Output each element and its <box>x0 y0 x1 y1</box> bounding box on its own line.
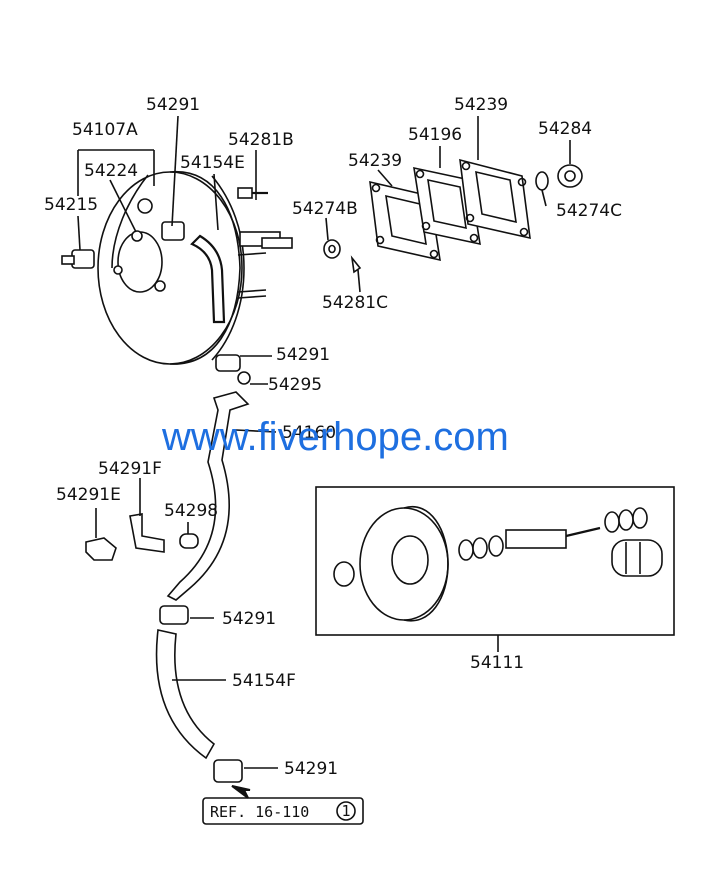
gasket-54239-right <box>459 158 531 240</box>
check-valve <box>61 249 95 269</box>
brake-booster <box>97 171 293 365</box>
direction-arrow <box>231 785 251 799</box>
label-54291f: 54291F <box>98 459 162 479</box>
nut-54284 <box>557 164 583 188</box>
watermark: www.fiverhope.com <box>161 415 509 459</box>
grommet-54298 <box>179 533 199 549</box>
label-54281b: 54281B <box>228 130 294 150</box>
label-54215: 54215 <box>44 195 98 215</box>
kit-box-54111 <box>315 486 675 636</box>
fitting-54295 <box>237 371 251 385</box>
label-54107a: 54107A <box>72 120 138 140</box>
label-54291-clamp: 54291 <box>222 609 276 629</box>
label-54111: 54111 <box>470 653 524 673</box>
reference-box: REF. 16-110 1 <box>202 797 364 825</box>
label-54274b: 54274B <box>292 199 358 219</box>
reference-text: REF. 16-110 <box>210 803 309 821</box>
washer-54274b <box>323 239 341 259</box>
bolt-54281b <box>237 187 268 199</box>
label-54154f: 54154F <box>232 671 296 691</box>
label-54239-left: 54239 <box>348 151 402 171</box>
label-54284: 54284 <box>538 119 592 139</box>
hose-54154f <box>155 629 216 760</box>
bracket-54291f <box>129 513 165 553</box>
dust-boot <box>611 539 663 577</box>
label-54154e: 54154E <box>180 153 245 173</box>
reservoir-drum <box>359 505 449 622</box>
label-54291-mid: 54291 <box>276 345 330 365</box>
hose-clamp-54291-bottom <box>213 759 243 783</box>
label-54291e: 54291E <box>56 485 121 505</box>
label-54291-top: 54291 <box>146 95 200 115</box>
label-54160: 54160 <box>282 423 336 443</box>
label-54291-bottom: 54291 <box>284 759 338 779</box>
label-54281c: 54281C <box>322 293 388 313</box>
label-54274c: 54274C <box>556 201 622 221</box>
label-54239-right: 54239 <box>454 95 508 115</box>
label-54295: 54295 <box>268 375 322 395</box>
reference-circle-number: 1 <box>341 802 350 820</box>
clip-54291e <box>85 537 117 561</box>
leader-lines <box>77 115 571 769</box>
pipe-54160 <box>166 391 250 601</box>
piston-seal-set <box>458 507 648 561</box>
hose-clamp-54291-mid <box>215 354 241 372</box>
cotter-pin-54281c <box>350 255 362 274</box>
hose-54154e <box>190 234 226 324</box>
label-54224: 54224 <box>84 161 138 181</box>
hose-clamp-top <box>161 221 185 241</box>
label-54196: 54196 <box>408 125 462 145</box>
seal-ring-left <box>333 561 355 587</box>
hose-clamp-54291-lower <box>159 605 189 625</box>
washer-54274c <box>535 171 549 191</box>
label-54298: 54298 <box>164 501 218 521</box>
